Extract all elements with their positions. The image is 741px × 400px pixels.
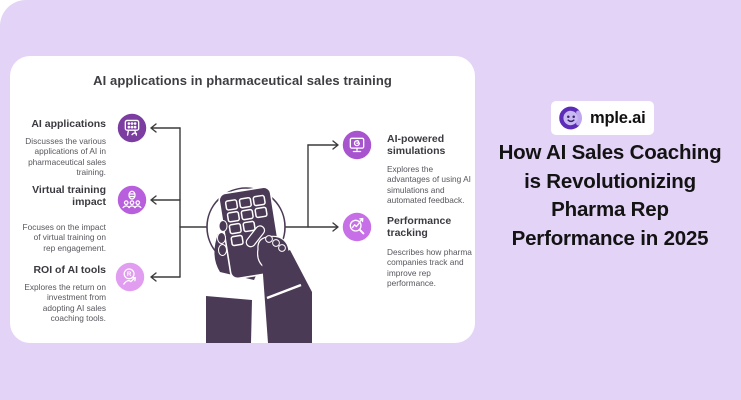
infographic-card: AI applications in pharmaceutical sales … [10,56,475,343]
headline-line-4: Performance in 2025 [511,226,709,250]
headline-line-2: is Revolutionizing [524,169,696,193]
brand-logo-text: mple.ai [590,108,646,127]
headline-line-3: Pharma Rep [551,198,669,221]
ai-panel-icon [116,112,148,144]
right-hand-pointing [245,225,290,268]
headline: How AI Sales Coaching is Revolutionizing… [479,139,741,253]
left-item-1-description: Discusses the various applications of AI… [25,136,106,178]
right-item-1-description: Explores the advantages of using AI simu… [387,164,471,206]
roi-growth-icon: R [114,261,146,293]
smiley-ring-icon [558,105,584,131]
left-item-1-label: AI applications [31,118,106,130]
hands-using-calculator-illustration [206,186,312,343]
connector-lines [150,123,339,282]
right-item-2-description: Describes how pharma companies track and… [387,247,472,289]
magnifier-trend-icon [341,211,373,243]
calculator [218,186,283,280]
left-hand-fingers [217,220,228,256]
calculator-keys [224,194,268,247]
right-item-2-label: Performance tracking [387,215,452,240]
left-item-3-label: ROI of AI tools [33,264,106,276]
left-item-2-label: Virtual training impact [32,184,106,209]
illustration-circle [206,187,286,267]
left-item-3-description: Explores the return on investment from a… [24,282,106,324]
headline-line-1: How AI Sales Coaching [498,141,722,164]
monitor-simulation-icon [341,129,373,161]
left-item-2-description: Focuses on the impact of virtual trainin… [22,222,106,253]
trainer-audience-icon [116,184,148,216]
infographic-title: AI applications in pharmaceutical sales … [93,73,392,88]
svg-text:R: R [127,271,132,278]
right-item-1-label: AI-powered simulations [387,133,446,158]
brand-logo: mple.ai [551,101,654,135]
